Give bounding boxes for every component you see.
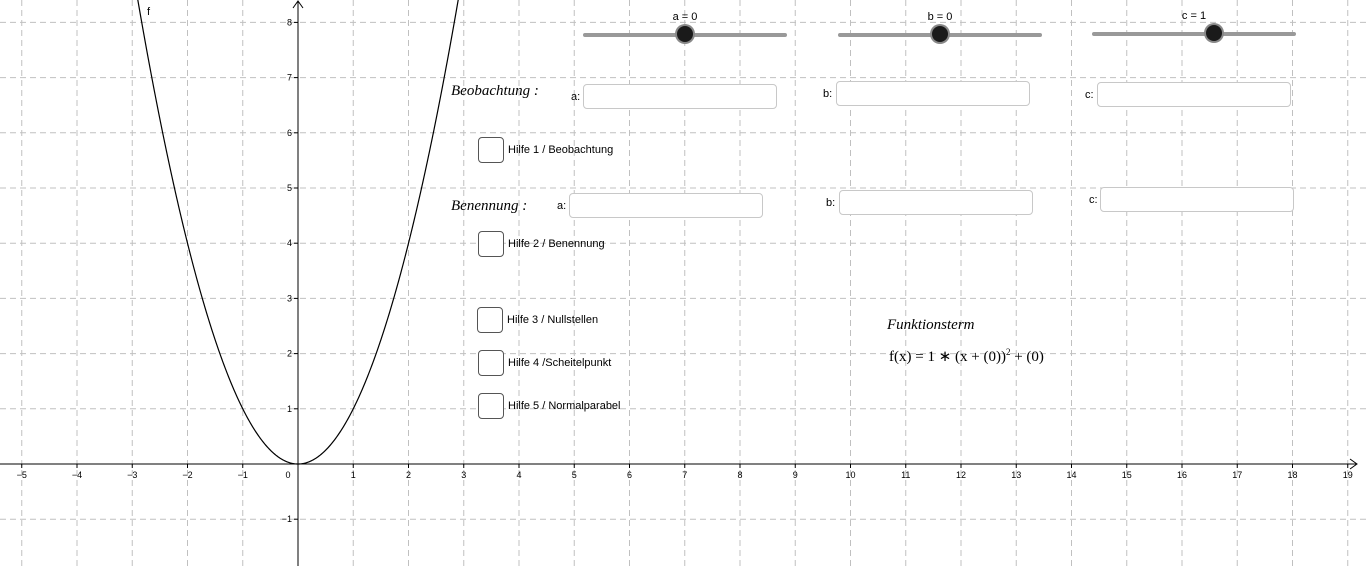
slider-b-thumb[interactable] [932,26,948,42]
x-tick-label: −3 [127,470,137,480]
slider-b[interactable]: b = 0 [838,11,1042,51]
y-tick-label: 8 [287,17,292,27]
benennung-a-input[interactable] [569,193,763,218]
hilfe-5-label[interactable]: Hilfe 5 / Normalparabel [508,400,621,412]
beobachtung-a-label: a: [571,91,581,103]
hilfe-5-checkbox[interactable] [478,393,504,419]
beobachtung-c-label: c: [1085,89,1094,101]
funktionsterm-formula: f(x) = 1 ∗ (x + (0))2 + (0) [889,343,1044,366]
funktionsterm-exponent: 2 [1005,347,1011,357]
slider-c-thumb[interactable] [1206,25,1223,41]
benennung-label: Benennung : [451,198,528,214]
benennung-b-input[interactable] [839,190,1033,215]
x-tick-label: 10 [845,470,855,480]
x-axis-arrow [1349,458,1358,470]
x-tick-label: 17 [1232,470,1242,480]
x-tick-label: 2 [406,470,411,480]
x-tick-label: 19 [1343,470,1353,480]
x-tick-label: −5 [17,470,27,480]
beobachtung-b-label: b: [823,88,833,100]
y-tick-label: 5 [287,183,292,193]
benennung-c-label: c: [1089,194,1098,206]
x-tick-label: 1 [351,470,356,480]
benennung-a-label: a: [557,200,567,212]
x-tick-label: 11 [901,470,910,480]
x-tick-label: 9 [793,470,798,480]
slider-c-track[interactable] [1092,32,1296,36]
x-tick-label: 16 [1177,470,1187,480]
slider-a-thumb[interactable] [677,26,693,42]
hilfe-3-label[interactable]: Hilfe 3 / Nullstellen [507,314,599,326]
curve-label-f: f [147,6,151,18]
hilfe-1-checkbox[interactable] [478,137,504,163]
funktionsterm-suffix: + (0) [1010,349,1044,365]
slider-a-caption: a = 0 [672,11,698,23]
beobachtung-a-input[interactable] [583,84,777,109]
funktionsterm-prefix: f(x) = 1 ∗ (x + (0)) [889,349,1006,365]
x-tick-label: 3 [461,470,466,480]
x-tick-label: 5 [572,470,577,480]
slider-c[interactable]: c = 1 [1092,10,1296,50]
x-tick-label: 13 [1011,470,1021,480]
hilfe-2-checkbox[interactable] [478,231,504,257]
slider-b-caption: b = 0 [927,11,953,23]
slider-c-caption: c = 1 [1181,10,1207,22]
y-tick-label: 7 [287,73,292,83]
y-tick-label: 6 [287,128,292,138]
hilfe-1-label[interactable]: Hilfe 1 / Beobachtung [508,144,614,156]
benennung-b-label: b: [826,197,836,209]
x-tick-label: 8 [737,470,742,480]
x-tick-label: −4 [72,470,82,480]
x-tick-label: 7 [682,470,687,480]
beobachtung-c-input[interactable] [1097,82,1291,107]
x-tick-label: 14 [1066,470,1076,480]
x-tick-label: −1 [238,470,248,480]
y-axis-arrow [292,0,304,9]
funktionsterm-title: Funktionsterm [887,317,975,333]
hilfe-3-checkbox[interactable] [477,307,503,333]
x-tick-label: 4 [516,470,521,480]
y-tick-label: 2 [287,349,292,359]
x-tick-label: −2 [182,470,192,480]
x-tick-label: 6 [627,470,632,480]
function-curve-f[interactable] [121,0,474,465]
x-tick-label: 18 [1287,470,1297,480]
hilfe-2-label[interactable]: Hilfe 2 / Benennung [508,238,605,250]
x-tick-label: 15 [1122,470,1132,480]
beobachtung-b-input[interactable] [836,81,1030,106]
beobachtung-label: Beobachtung : [451,83,539,99]
y-tick-label: 3 [287,293,292,303]
hilfe-4-label[interactable]: Hilfe 4 /Scheitelpunkt [508,357,612,369]
y-tick-label: 4 [287,238,292,248]
hilfe-4-checkbox[interactable] [478,350,504,376]
benennung-c-input[interactable] [1100,187,1294,212]
x-tick-label: 12 [956,470,966,480]
slider-a[interactable]: a = 0 [583,11,787,51]
x-tick-label: 0 [285,470,290,480]
y-tick-label: −1 [282,514,292,524]
y-tick-label: 1 [287,404,292,414]
